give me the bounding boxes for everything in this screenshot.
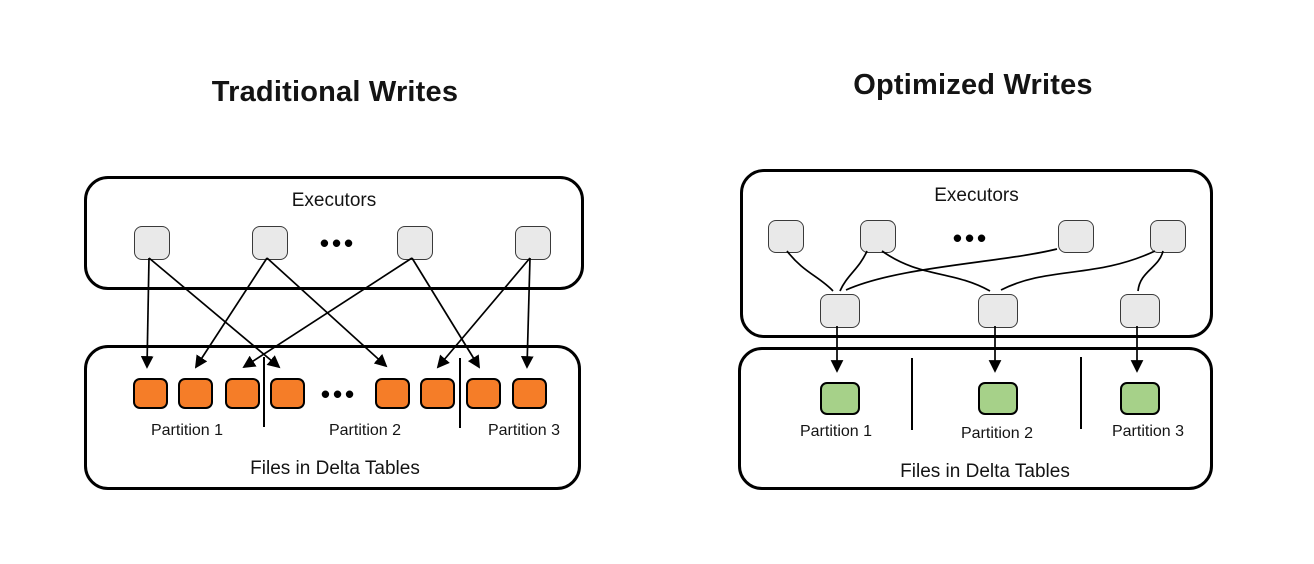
left-executor-node-4	[515, 226, 551, 260]
left-file-node-3	[225, 378, 260, 409]
left-partition-1-label: Partition 1	[150, 422, 224, 439]
right-executor-node-4	[1150, 220, 1186, 253]
right-file-node-3	[1120, 382, 1160, 415]
left-files-box: ••• Partition 1 Partition 2 Partition 3 …	[84, 345, 581, 490]
left-file-node-7	[466, 378, 501, 409]
right-panel-title: Optimized Writes	[853, 69, 1093, 101]
right-executor-node-2	[860, 220, 896, 253]
right-executor-node-3	[1058, 220, 1094, 253]
right-files-box: Partition 1 Partition 2 Partition 3 File…	[738, 347, 1213, 490]
right-shuffle-node-3	[1120, 294, 1160, 328]
right-executors-label: Executors	[934, 185, 1019, 206]
right-executors-box: Executors •••	[740, 169, 1213, 338]
left-file-node-5	[375, 378, 410, 409]
left-executors-box: Executors •••	[84, 176, 584, 290]
left-files-label: Files in Delta Tables	[250, 458, 420, 479]
left-file-node-1	[133, 378, 168, 409]
left-executor-node-2	[252, 226, 288, 260]
right-executors-ellipsis: •••	[952, 223, 990, 253]
right-executor-node-1	[768, 220, 804, 253]
right-partition-1-label: Partition 1	[799, 423, 873, 440]
right-file-node-1	[820, 382, 860, 415]
right-file-node-2	[978, 382, 1018, 415]
left-partition-2-label: Partition 2	[328, 422, 402, 439]
left-file-node-4	[270, 378, 305, 409]
right-partition-3-label: Partition 3	[1111, 423, 1185, 440]
left-files-ellipsis: •••	[320, 379, 358, 409]
left-executors-ellipsis: •••	[319, 228, 357, 258]
left-executor-node-1	[134, 226, 170, 260]
left-file-node-8	[512, 378, 547, 409]
left-partition-3-label: Partition 3	[487, 422, 561, 439]
right-shuffle-node-2	[978, 294, 1018, 328]
left-executor-node-3	[397, 226, 433, 260]
right-shuffle-node-1	[820, 294, 860, 328]
right-partition-2-label: Partition 2	[960, 425, 1034, 442]
left-file-node-6	[420, 378, 455, 409]
left-executors-label: Executors	[291, 190, 377, 211]
left-file-node-2	[178, 378, 213, 409]
right-files-label: Files in Delta Tables	[900, 461, 1070, 482]
left-panel-title: Traditional Writes	[211, 76, 459, 108]
